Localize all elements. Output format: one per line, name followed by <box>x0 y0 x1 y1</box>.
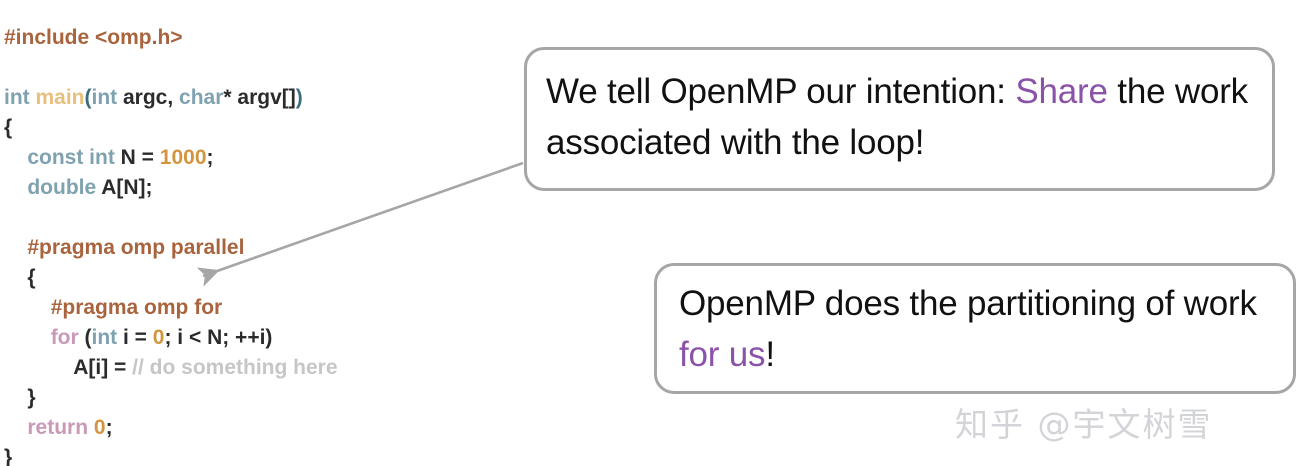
code-block: #include <omp.h> int main(int argc, char… <box>4 23 524 466</box>
code-line: #include <omp.h> <box>4 23 524 53</box>
code-token-comment: // do something here <box>132 356 338 379</box>
code-line: } <box>4 443 524 466</box>
code-token-plain: } <box>27 386 36 409</box>
callout-plain-text: OpenMP does the partitioning of work <box>679 284 1257 323</box>
code-token-type: int <box>4 86 30 109</box>
code-token-plain: { <box>27 266 36 289</box>
code-token-pre: #pragma omp parallel <box>27 236 245 259</box>
code-token-plain: argc, <box>117 86 180 109</box>
code-token-plain: } <box>4 446 13 466</box>
code-token-plain: ; i < N; ++i) <box>164 326 273 349</box>
code-token-plain: { <box>4 116 13 139</box>
code-token-pre: #pragma omp for <box>50 296 223 319</box>
code-line: #pragma omp parallel <box>4 233 524 263</box>
code-token-plain: ; <box>105 416 113 439</box>
code-token-plain: A[N]; <box>96 176 153 199</box>
code-line: } <box>4 383 524 413</box>
code-token-func: main <box>35 86 85 109</box>
code-token-plain: ( <box>78 326 92 349</box>
callout-share: We tell OpenMP our intention: Share the … <box>524 47 1275 191</box>
code-line: return 0; <box>4 413 524 443</box>
code-token-kw: return <box>27 416 89 439</box>
callout-accent-text: Share <box>1015 72 1108 111</box>
callout-plain-text: We tell OpenMP our intention: <box>546 72 1016 111</box>
code-token-plain: i = <box>117 326 153 349</box>
code-token-type: const int <box>27 146 115 169</box>
code-token-num: 0 <box>152 326 165 349</box>
code-token-type: int <box>91 326 118 349</box>
code-token-punc: ( <box>84 86 92 109</box>
code-line: double A[N]; <box>4 173 524 203</box>
code-line: const int N = 1000; <box>4 143 524 173</box>
code-line: #pragma omp for <box>4 293 524 323</box>
callout-partition-text: OpenMP does the partitioning of work for… <box>679 284 1257 374</box>
watermark: 知乎 @宇文树雪 <box>955 405 1213 444</box>
callout-plain-text: ! <box>765 335 775 374</box>
callout-accent-text: for us <box>679 335 766 374</box>
code-token-type: int <box>91 86 118 109</box>
code-token-plain: N = <box>114 146 160 169</box>
code-line <box>4 203 524 233</box>
code-line: { <box>4 113 524 143</box>
code-line: A[i] = // do something here <box>4 353 524 383</box>
code-line: for (int i = 0; i < N; ++i) <box>4 323 524 353</box>
code-token-type: char <box>179 86 224 109</box>
code-token-kw: for <box>50 326 79 349</box>
code-token-type: double <box>27 176 97 199</box>
code-token-num: 0 <box>93 416 106 439</box>
callout-plain-text: the work associated with the loop! <box>546 72 1248 162</box>
callout-share-text: We tell OpenMP our intention: Share the … <box>546 72 1248 162</box>
code-token-num: 1000 <box>159 146 207 169</box>
code-token-plain: A[i] = <box>73 356 133 379</box>
callout-partition: OpenMP does the partitioning of work for… <box>654 263 1296 394</box>
code-token-plain: ; <box>206 146 214 169</box>
code-line: { <box>4 263 524 293</box>
code-line: int main(int argc, char* argv[]) <box>4 83 524 113</box>
code-line <box>4 53 524 83</box>
code-token-plain: * argv[] <box>223 86 296 109</box>
code-token-pre: #include <omp.h> <box>4 26 183 49</box>
code-token-punc: ) <box>295 86 303 109</box>
